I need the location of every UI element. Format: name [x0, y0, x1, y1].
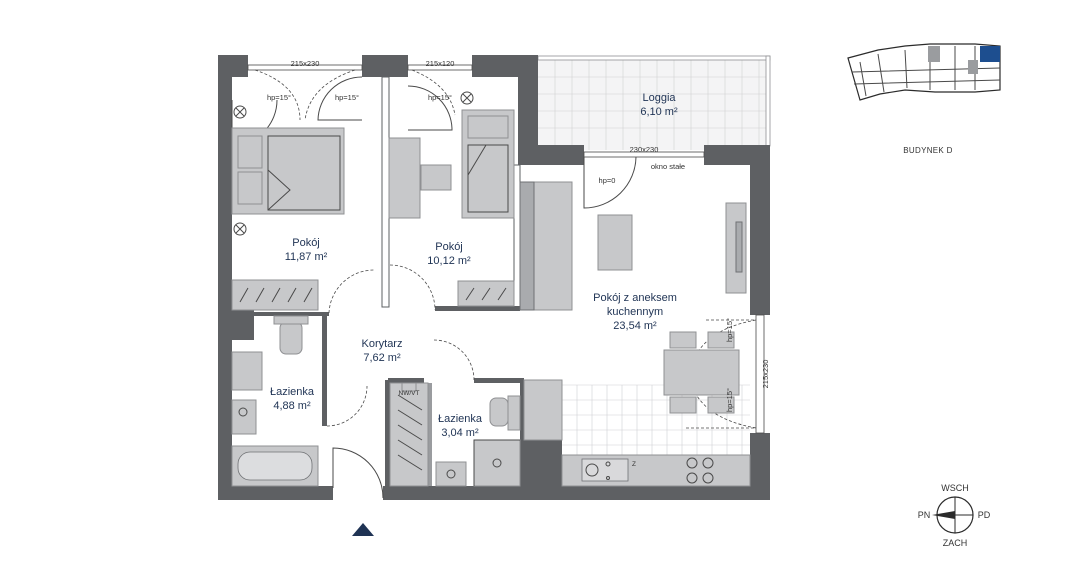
room-labels: Pokój 11,87 m² Pokój 10,12 m² Loggia 6,1…	[270, 92, 678, 439]
doors	[231, 76, 475, 499]
hp-label-3: hp=15°	[428, 93, 452, 102]
loggia-floor	[537, 55, 771, 150]
hp-label-1: hp=15°	[267, 93, 291, 102]
building-name: BUDYNEK D	[903, 146, 952, 155]
loggia-name: Loggia	[642, 92, 676, 104]
corridor-name: Korytarz	[362, 338, 403, 350]
living-name-line2: kuchennym	[607, 306, 663, 318]
compass: WSCH PN PD ZACH	[918, 483, 991, 548]
corridor-area: 7,62 m²	[363, 352, 401, 364]
entrance-marker	[352, 523, 374, 536]
annotations: 215x230 215x120 230x230 215x230 hp=15° h…	[267, 59, 770, 412]
hp-label-2: hp=15°	[335, 93, 359, 102]
living-area: 23,54 m²	[613, 320, 657, 332]
compass-bottom: ZACH	[943, 538, 968, 548]
windows	[247, 64, 765, 434]
compass-north-arrow	[932, 511, 955, 519]
furniture: Z	[231, 91, 751, 536]
compass-top: WSCH	[941, 483, 969, 493]
window4-size: 215x230	[761, 360, 770, 389]
bathroom1-name: Łazienka	[270, 386, 315, 398]
compass-left: PN	[918, 510, 931, 520]
bathroom2-name: Łazienka	[438, 413, 483, 425]
compass-right: PD	[978, 510, 991, 520]
bedroom1-area: 11,87 m²	[285, 251, 328, 263]
bedroom1-name: Pokój	[292, 237, 320, 249]
bedroom2-name: Pokój	[435, 241, 463, 253]
window1-size: 215x230	[291, 59, 320, 68]
bedroom2-area: 10,12 m²	[427, 255, 471, 267]
living-name-line1: Pokój z aneksem	[593, 292, 677, 304]
vent-label: NW/VT	[399, 390, 420, 397]
bathroom2-area: 3,04 m²	[441, 427, 479, 439]
highlighted-unit	[980, 46, 1000, 62]
loggia-area: 6,10 m²	[640, 106, 678, 118]
kitchen-floor	[562, 384, 750, 455]
window2-size: 215x120	[426, 59, 455, 68]
hp-label-4: hp=0	[599, 176, 616, 185]
hp-label-6: hp=15°	[725, 388, 734, 412]
walls	[218, 55, 770, 500]
fixed-window-label: okno stałe	[651, 162, 685, 171]
hp-label-5: hp=15°	[725, 318, 734, 342]
building-key-plan: BUDYNEK D	[847, 43, 1001, 155]
bathroom1-area: 4,88 m²	[273, 400, 311, 412]
window3-size: 230x230	[630, 145, 659, 154]
stove-marker: Z	[632, 461, 636, 468]
